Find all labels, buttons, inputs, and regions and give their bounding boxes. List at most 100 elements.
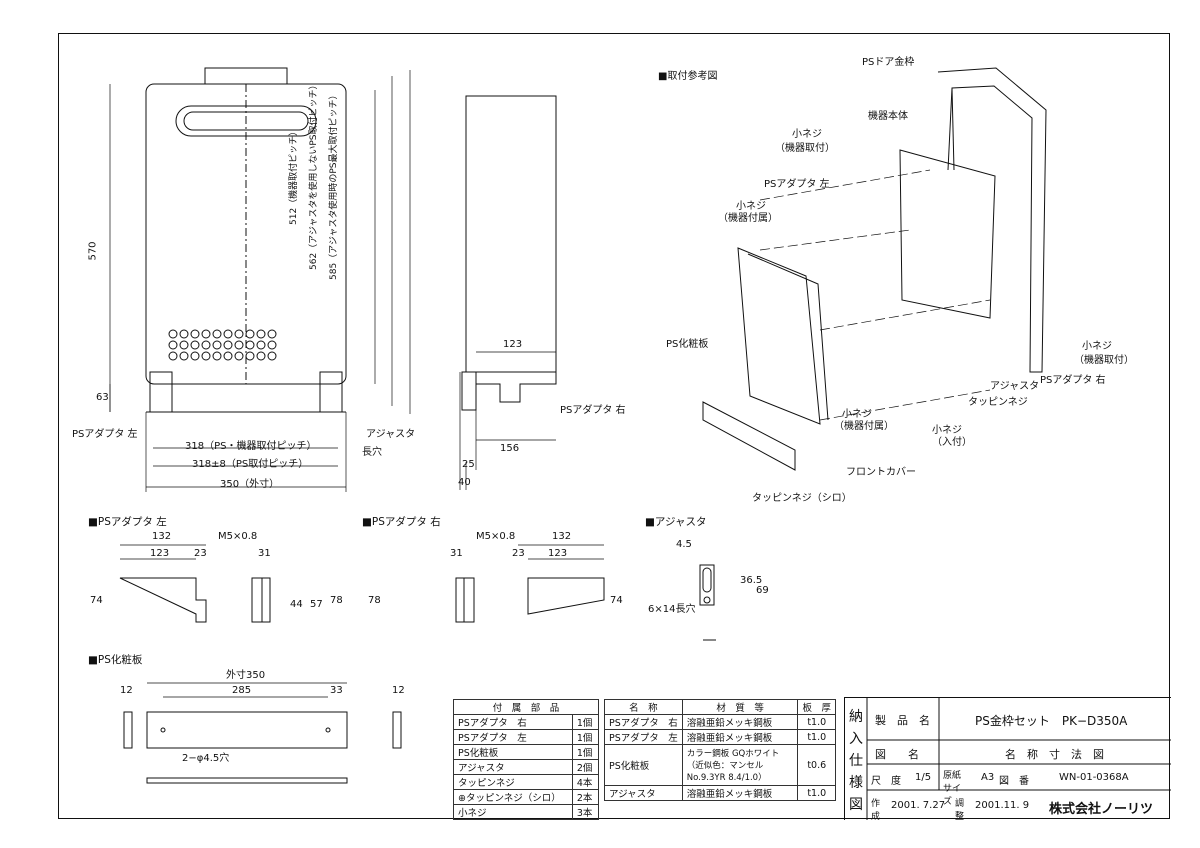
m5-right: M5×0.8: [476, 531, 516, 542]
for-unit-label: （機器取付）: [775, 143, 835, 154]
vent-hole: [212, 329, 222, 339]
d123-left: 123: [150, 548, 170, 559]
mat-material: 溶融亜鉛メッキ鋼板: [681, 714, 799, 730]
vent-hole: [201, 351, 211, 361]
slot-label: 6×14長穴: [648, 604, 696, 615]
title-side: 納入仕様図: [849, 709, 863, 813]
d31-left: 31: [258, 548, 271, 559]
mat-thick: t0.6: [797, 744, 836, 786]
vent-hole: [256, 340, 266, 350]
d44-left: 44: [290, 599, 303, 610]
product-label: 製 品 名: [875, 714, 930, 727]
vent-hole: [234, 351, 244, 361]
small-screw4-label: 小ネジ: [842, 409, 872, 420]
small-screw5-label: 小ネジ: [932, 425, 962, 436]
dim-40: 40: [458, 477, 471, 488]
vent-hole: [256, 351, 266, 361]
attached2-label: （機器付属）: [834, 421, 894, 432]
dim-25: 25: [462, 459, 475, 470]
m5-left: M5×0.8: [218, 531, 258, 542]
product-name: PS金枠セット PK−D350A: [975, 714, 1128, 728]
mat-name: PSアダプタ 右: [604, 714, 683, 730]
mat-name: PSアダプタ 左: [604, 729, 683, 745]
parts-row: PS化粧板: [453, 744, 573, 760]
d57-left: 57: [310, 599, 323, 610]
vent-hole: [223, 340, 233, 350]
parts-qty: 1個: [571, 714, 600, 730]
scale: 1/5: [915, 772, 932, 783]
scale-label: 尺 度: [871, 776, 901, 787]
dim-123: 123: [503, 339, 523, 350]
vent-hole: [201, 340, 211, 350]
mat-name: PS化粧板: [604, 744, 683, 786]
drawing-name: 名 称 寸 法 図: [1005, 748, 1104, 761]
mat-thick: t1.0: [797, 729, 836, 745]
d285: 285: [232, 685, 252, 696]
ps-cover-label: PS化粧板: [666, 339, 709, 350]
mat-material: 溶融亜鉛メッキ鋼板: [681, 729, 799, 745]
ps-adapter-left-label: PSアダプタ 左: [72, 429, 138, 440]
side-view: [459, 95, 557, 490]
made-label: 作成: [871, 799, 881, 822]
parts-qty: 2個: [571, 759, 600, 775]
vent-hole: [168, 329, 178, 339]
d74-left: 74: [90, 595, 103, 606]
dim-156: 156: [500, 443, 520, 454]
vent-hole: [201, 329, 211, 339]
vent-holes: [168, 329, 277, 361]
d132-left: 132: [152, 531, 172, 542]
vent-hole: [245, 340, 255, 350]
section-adjuster: ■アジャスタ: [645, 516, 707, 528]
dim-350: 350（外寸）: [220, 479, 280, 490]
mat-h-material: 材 質 等: [681, 699, 799, 715]
d12-right: 12: [392, 685, 405, 696]
adapter-left-detail: [119, 544, 271, 623]
parts-qty: 1個: [571, 744, 600, 760]
front-cover-label: フロントカバー: [846, 467, 916, 478]
parts-qty: 4本: [571, 774, 600, 790]
cover-detail: [123, 682, 402, 784]
small-screw3-label: 小ネジ: [1082, 341, 1112, 352]
for-unit2-label: （機器取付）: [1074, 355, 1134, 366]
d36-5: 36.5: [740, 575, 763, 586]
d33: 33: [330, 685, 343, 696]
drawing-label: 図 名: [875, 748, 919, 761]
dim-318: 318（PS・機器取付ピッチ）: [185, 441, 317, 452]
small-screw-label: 小ネジ: [792, 129, 822, 140]
mat-name: アジャスタ: [604, 785, 683, 801]
number-label: 図 番: [999, 776, 1029, 787]
vent-hole: [179, 340, 189, 350]
vent-hole: [190, 329, 200, 339]
included-label: （入付）: [932, 437, 972, 448]
mat-h-thick: 板 厚: [797, 699, 836, 715]
parts-qty: 2本: [571, 789, 600, 805]
parts-row: 小ネジ: [453, 804, 573, 820]
d123-right: 123: [548, 548, 568, 559]
vent-hole: [179, 329, 189, 339]
vent-hole: [245, 351, 255, 361]
parts-row: タッピンネジ: [453, 774, 573, 790]
front-view: [145, 67, 347, 413]
parts-row: ⊕タッピンネジ（シロ）: [453, 789, 573, 805]
section-cover: ■PS化粧板: [88, 654, 143, 666]
section-adapter-right: ■PSアダプタ 右: [362, 516, 441, 528]
parts-row: PSアダプタ 右: [453, 714, 573, 730]
d69: 69: [756, 585, 769, 596]
check-label: 調整: [955, 799, 965, 822]
vent-hole: [245, 329, 255, 339]
dim-562: 562（アジャスタを使用しないPS取付ピッチ）: [309, 80, 319, 270]
parts-row: アジャスタ: [453, 759, 573, 775]
small-screw2-label: 小ネジ: [736, 201, 766, 212]
vent-hole: [234, 329, 244, 339]
vent-hole: [223, 351, 233, 361]
install-ref-title: ■取付参考図: [658, 71, 718, 82]
vent-hole: [190, 351, 200, 361]
vent-hole: [212, 340, 222, 350]
install-reference: [702, 67, 1047, 471]
d12-left: 12: [120, 685, 133, 696]
dim-318b: 318±8（PS取付ピッチ）: [192, 459, 309, 470]
attached-label: （機器付属）: [718, 213, 778, 224]
